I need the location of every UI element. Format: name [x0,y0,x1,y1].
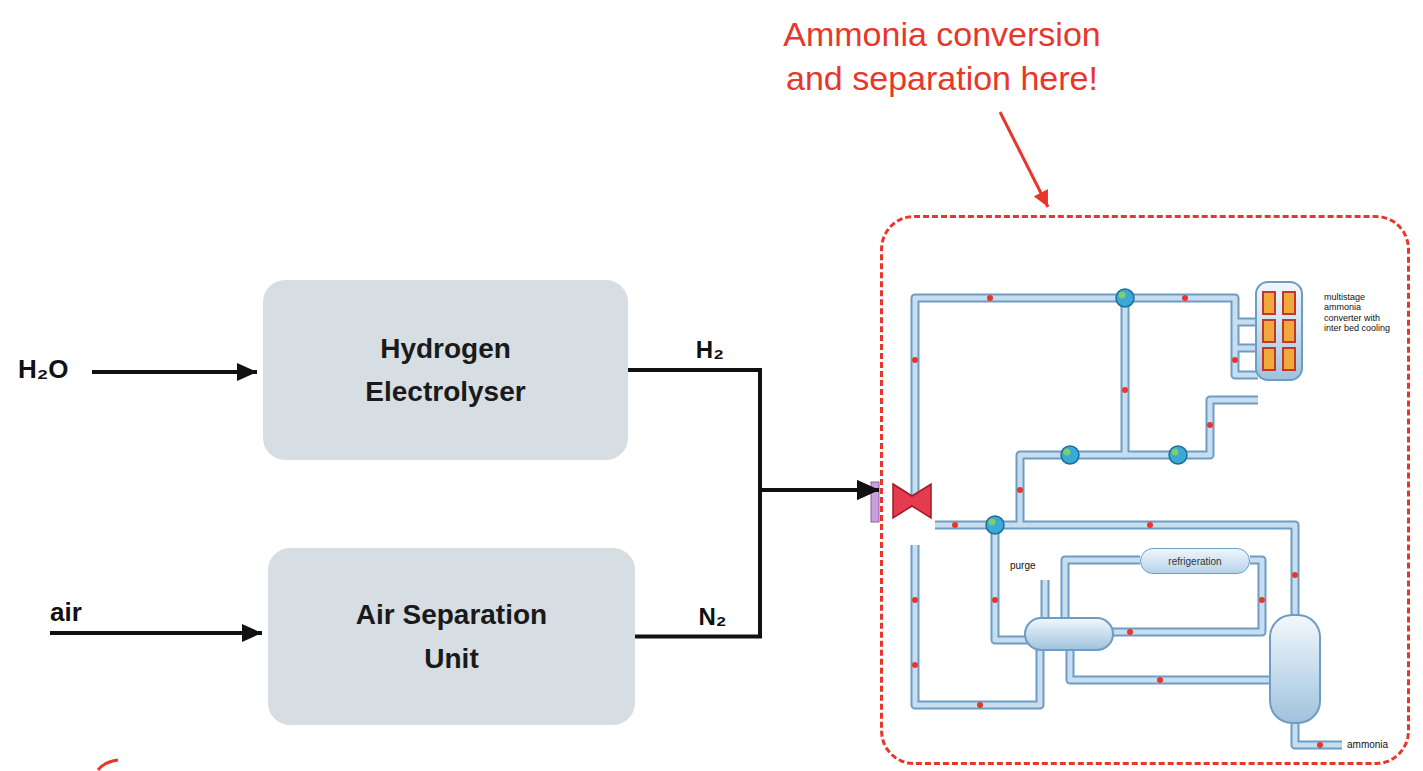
equipment-label: multistage ammonia converter with inter … [1324,292,1398,333]
water-feed-arrow [92,370,257,374]
edge-label: H₂ [694,336,726,364]
process-box: Air Separation Unit [268,548,635,725]
heat-exchanger-mark [989,292,1179,526]
feed-label: air [50,597,82,628]
region-heading: Ammonia conversion and separation here! [722,12,1162,100]
dashed-corner [98,760,118,770]
flow-connector [628,370,879,490]
separator-drum [1025,618,1113,650]
flow-dot [912,295,1323,748]
converter-vessel [1256,282,1302,380]
edge-label: N₂ [697,603,729,631]
stream-label: ammonia [1347,739,1388,750]
process-box: Hydrogen Electrolyser [263,280,628,460]
node-text: Hydrogen Electrolyser [326,327,566,414]
feed-label: H₂O [18,354,69,385]
node-text: Air Separation Unit [332,593,572,680]
flow-connector [635,490,879,637]
heat-exchanger [986,289,1187,534]
refrigeration-unit: refrigeration [1140,548,1250,574]
compressor-symbol [893,484,931,518]
callout-arrow [1000,112,1048,207]
dashed-region: Ammonia conversion and separation here!r… [880,215,1410,765]
node-text: refrigeration [1168,556,1221,567]
stream-label: purge [1010,560,1036,571]
product-vessel [1270,615,1320,723]
air-feed-arrow [50,631,262,635]
